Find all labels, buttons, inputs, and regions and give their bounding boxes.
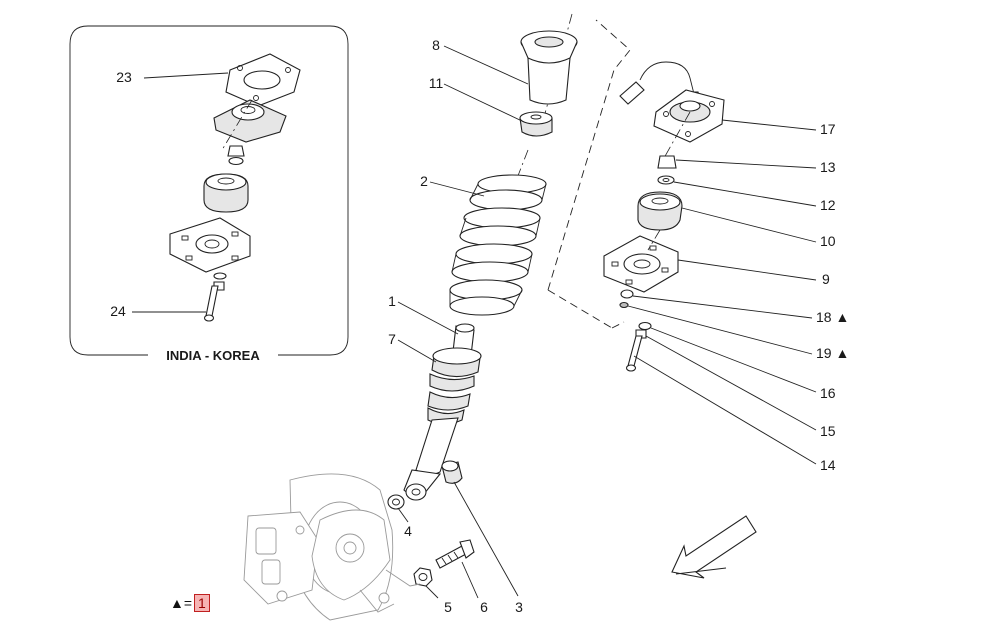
leader-lines bbox=[397, 45, 817, 599]
part-dust-cover bbox=[520, 30, 578, 105]
label-23: 23 bbox=[116, 69, 132, 85]
inset-mount-plate bbox=[225, 53, 301, 107]
label-5: 5 bbox=[444, 599, 452, 615]
legend-value: 1 bbox=[194, 594, 210, 612]
part-top-mount-17 bbox=[653, 89, 725, 143]
label-2: 2 bbox=[420, 173, 428, 189]
part-damper bbox=[403, 323, 482, 501]
hub-brake-assembly bbox=[243, 473, 421, 621]
label-17: 17 bbox=[820, 121, 836, 137]
part-bolt-6 bbox=[435, 539, 475, 569]
label-6: 6 bbox=[480, 599, 488, 615]
part-nut-5 bbox=[413, 567, 433, 587]
part-clip-19 bbox=[619, 301, 629, 309]
inset-india-korea: INDIA - KOREA bbox=[69, 25, 349, 363]
inset-nut bbox=[227, 145, 245, 166]
label-4: 4 bbox=[404, 523, 412, 539]
label-14: 14 bbox=[820, 457, 836, 473]
group-boundary-line bbox=[547, 19, 631, 329]
right-axis-2 bbox=[647, 229, 661, 251]
center-axis-mid bbox=[513, 149, 529, 187]
inset-top-mount bbox=[213, 99, 287, 143]
inset-washer bbox=[213, 272, 227, 280]
part-rubber-mount-10 bbox=[637, 191, 683, 231]
label-15: 15 bbox=[820, 423, 836, 439]
part-bolt-14 bbox=[625, 335, 643, 372]
right-axis bbox=[663, 111, 691, 159]
inset-bolt bbox=[203, 285, 219, 322]
part-nut-13 bbox=[657, 155, 677, 169]
label-16: 16 bbox=[820, 385, 836, 401]
inset-title: INDIA - KOREA bbox=[166, 348, 260, 363]
label-3: 3 bbox=[515, 599, 523, 615]
part-washer-16 bbox=[638, 321, 652, 331]
label-13: 13 bbox=[820, 159, 836, 175]
label-24: 24 bbox=[110, 303, 126, 319]
label-11: 11 bbox=[429, 75, 444, 91]
part-bump-stop bbox=[519, 111, 553, 137]
label-10: 10 bbox=[820, 233, 836, 249]
part-washer-12 bbox=[657, 175, 675, 185]
legend-symbol: ▲= bbox=[170, 595, 193, 611]
label-7: 7 bbox=[388, 331, 396, 347]
label-12: 12 bbox=[820, 197, 836, 213]
label-19: 19 ▲ bbox=[816, 345, 849, 361]
label-9: 9 bbox=[822, 271, 830, 287]
label-8: 8 bbox=[432, 37, 440, 53]
label-1: 1 bbox=[388, 293, 396, 309]
label-18: 18 ▲ bbox=[816, 309, 849, 325]
legend-box: ▲=1 bbox=[170, 592, 210, 614]
part-bushing-3 bbox=[441, 460, 463, 484]
direction-arrow-icon bbox=[671, 515, 757, 579]
part-lower-plate-9 bbox=[603, 235, 679, 293]
part-spacer-4 bbox=[387, 494, 405, 510]
inset-rubber-mount bbox=[203, 173, 249, 213]
part-washer-18 bbox=[620, 289, 634, 299]
inset-lower-plate bbox=[169, 217, 251, 273]
part-coil-spring bbox=[449, 174, 547, 316]
